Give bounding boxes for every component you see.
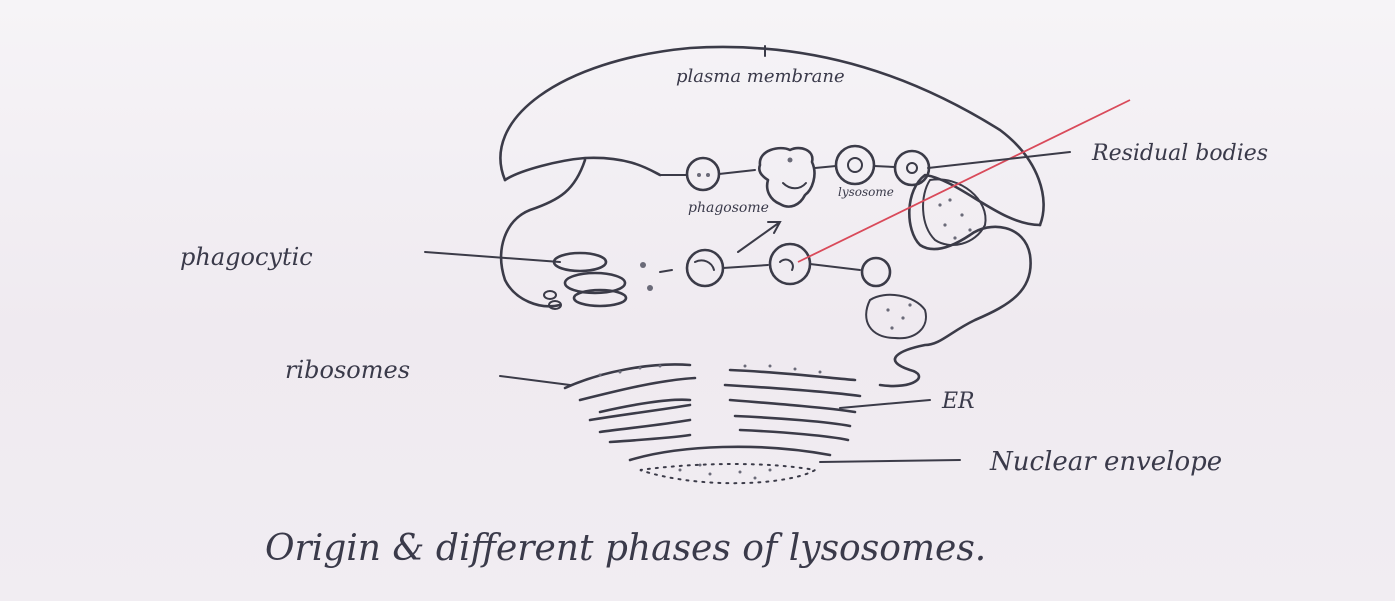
autophagic-blob bbox=[866, 295, 926, 338]
leader-phagocytic bbox=[425, 252, 560, 262]
leader-nuclear-envelope bbox=[820, 460, 960, 462]
diagram-caption: Origin & different phases of lysosomes. bbox=[265, 528, 986, 569]
chain-link bbox=[815, 166, 836, 168]
label-plasma-membrane: plasma membrane bbox=[676, 66, 845, 87]
phagosome-body bbox=[759, 148, 814, 207]
endocytic-vesicle bbox=[687, 158, 719, 190]
label-ribosomes: ribosomes bbox=[285, 356, 410, 384]
label-residual-bodies: Residual bodies bbox=[1091, 141, 1268, 166]
phagocytic-vacuole bbox=[554, 253, 606, 271]
arrow-to-phagosome bbox=[738, 222, 780, 252]
nucleus-outline bbox=[640, 464, 815, 483]
rough-er-left bbox=[565, 364, 695, 442]
chain-link bbox=[723, 265, 768, 268]
residual-body-blob bbox=[923, 179, 986, 245]
primary-lysosome bbox=[687, 250, 723, 286]
label-er: ER bbox=[941, 389, 975, 414]
autophagic-vacuole bbox=[862, 258, 890, 286]
secondary-lysosome bbox=[770, 244, 810, 284]
label-phagosome: phagosome bbox=[688, 200, 769, 216]
cell-boundary-left bbox=[501, 158, 660, 306]
chain-link bbox=[874, 166, 895, 167]
chain-link bbox=[719, 170, 755, 174]
leader-residual-bodies bbox=[928, 152, 1070, 168]
label-phagocytic: phagocytic bbox=[180, 243, 313, 271]
leader-er bbox=[840, 400, 930, 408]
nuclear-envelope bbox=[630, 447, 830, 460]
residual-body-vesicle bbox=[895, 151, 929, 185]
label-nuclear-envelope: Nuclear envelope bbox=[989, 447, 1222, 477]
leader-ribosomes bbox=[500, 376, 570, 385]
lysosome-vesicle bbox=[836, 146, 874, 184]
rough-er-right bbox=[725, 370, 860, 440]
label-lysosome: lysosome bbox=[838, 185, 894, 199]
chain-link bbox=[810, 264, 860, 270]
cell-boundary-right bbox=[880, 175, 1040, 386]
